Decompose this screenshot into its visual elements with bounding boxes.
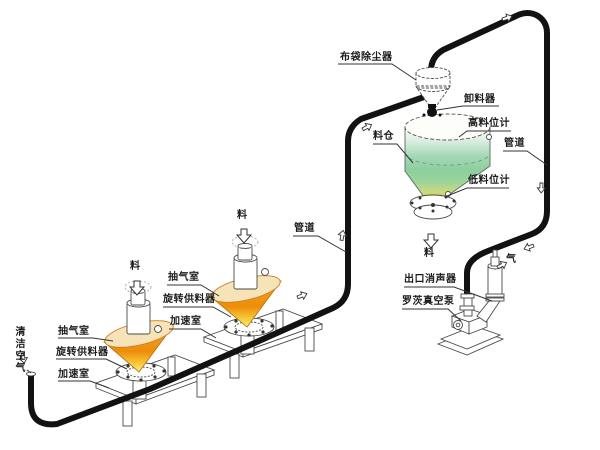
leader-discharger: [436, 105, 499, 111]
feeder-station-2: [210, 235, 282, 337]
label-pipeline-right: 管道: [504, 138, 525, 149]
label-material-out: 料: [424, 248, 435, 259]
label-low-level-gauge: 低料位计: [468, 175, 510, 186]
label-s2-material: 料: [237, 210, 248, 221]
label-roots-vacuum-pump: 罗茨真空泵: [402, 296, 455, 307]
label-s2-acceleration: 加速室: [170, 316, 202, 327]
outlet-silencer-stack: [476, 249, 505, 323]
feed-arrow-icon: [236, 228, 252, 244]
vacuum-pipe: [428, 10, 550, 294]
suction-chamber-2: [231, 235, 259, 290]
label-bag-dust-collector: 布袋除尘器: [340, 52, 393, 63]
label-s1-material: 料: [130, 261, 141, 272]
leader-s2-rotary: [163, 306, 232, 318]
label-high-level-gauge: 高料位计: [468, 118, 510, 129]
leader-clean-air: [26, 369, 32, 374]
label-clean-air: 清洁空气: [13, 326, 24, 374]
silo-top: [404, 113, 491, 141]
leader-low-level: [446, 187, 509, 197]
leader-pipeline-mid: [293, 235, 347, 253]
label-outlet-silencer: 出口消声器: [404, 274, 457, 285]
feeder-station-1: [103, 280, 174, 382]
pump-assembly: [436, 249, 505, 356]
label-silo: 料仓: [373, 131, 394, 142]
hopper-fitting-2: [261, 268, 269, 276]
label-s2-suction: 抽气室: [168, 272, 200, 283]
flow-arrow-icon: [295, 289, 309, 302]
leader-lines: [26, 63, 548, 389]
leader-pipeline-right: [503, 150, 548, 166]
rotary-feeder-1: [115, 362, 167, 382]
leader-s1-rotary: [56, 358, 128, 370]
leader-silo: [373, 143, 414, 164]
flow-arrow-icon: [360, 120, 374, 134]
label-air-out: 气: [506, 254, 517, 265]
leader-s2-suction: [167, 284, 220, 297]
suction-chamber-1: [124, 280, 152, 335]
pump-inlet-connection: [459, 293, 475, 317]
label-pipeline-mid: 管道: [294, 223, 315, 234]
silo-discharge-valve: [409, 194, 457, 220]
leader-s1-suction: [58, 337, 114, 342]
label-s1-acceleration: 加速室: [58, 369, 90, 380]
discharger-valve: [422, 104, 442, 117]
label-discharger: 卸料器: [464, 94, 496, 105]
leader-roots-pump: [402, 308, 462, 322]
leader-high-level: [458, 130, 511, 138]
bag-dust-collector: [415, 67, 451, 109]
leader-s2-accel: [169, 328, 217, 339]
label-s1-rotary-feeder: 旋转供料器: [56, 347, 109, 358]
label-s2-rotary-feeder: 旋转供料器: [163, 294, 216, 305]
air-inlet-opening: [26, 371, 36, 377]
conveying-pipe: [28, 94, 425, 428]
leader-bag-filter: [338, 63, 417, 81]
hopper-fitting-1: [154, 325, 162, 333]
flow-arrow-icon: [522, 241, 536, 254]
feed-arrow-icon: [423, 233, 439, 249]
leader-s1-accel: [58, 380, 110, 389]
label-s1-suction: 抽气室: [58, 326, 90, 337]
high-level-sensor: [486, 134, 492, 140]
leader-outlet-silencer: [404, 286, 493, 302]
silo-assembly: [404, 67, 492, 220]
